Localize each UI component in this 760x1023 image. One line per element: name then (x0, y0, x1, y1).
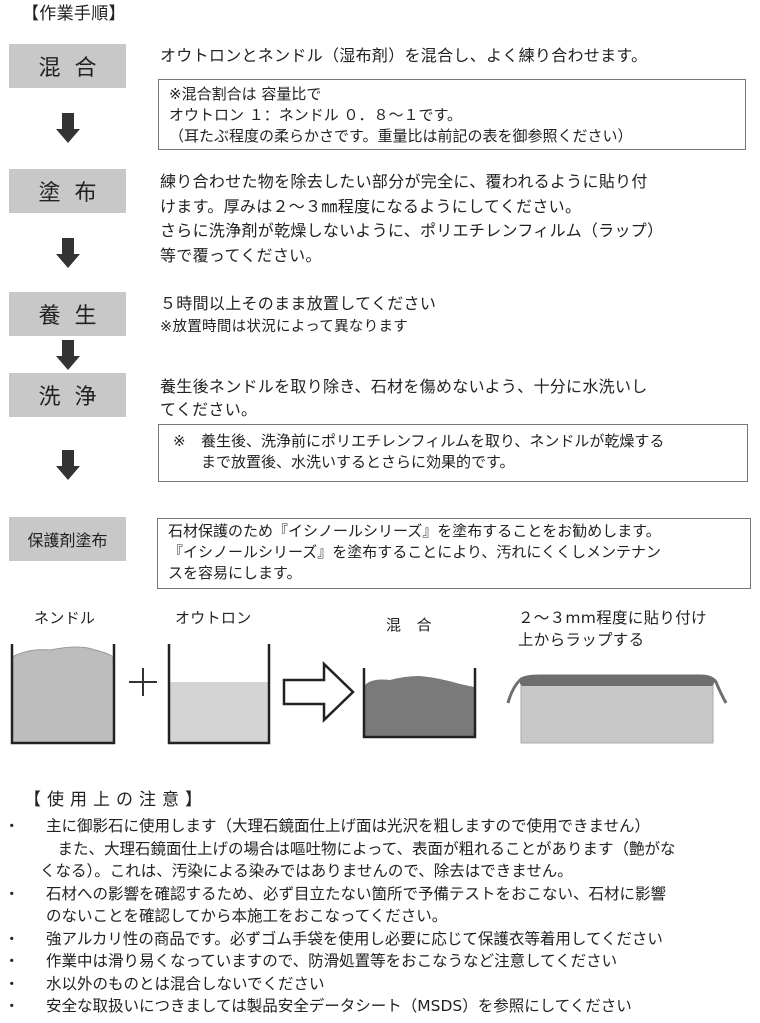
arrow-down-icon (56, 340, 80, 370)
caution-line: 強アルカリ性の商品です。必ずゴム手袋を使用し必要に応じて保護衣等着用してください (46, 929, 663, 948)
note-line: （耳たぶ程度の柔らかさです。重量比は前記の表を御参照ください） (169, 127, 633, 145)
note-line: まで放置後、水洗いするとさらに効果的です。 (201, 453, 515, 471)
label-mix: 混 合 (386, 616, 432, 634)
note-line: 養生後、洗浄前にポリエチレンフィルムを取り、ネンドルが乾燥する (201, 432, 665, 450)
caution-line: のないことを確認してから本施工をおこなってください。 (46, 907, 448, 925)
caution-item: ・ 石材への影響を確認するため、必ず目立たない箇所で予備テストをおこない、石材に影… (0, 883, 676, 906)
caution-line: 安全な取扱いにつきましては製品安全データシート（MSDS）を参照にしてください (46, 997, 632, 1015)
nendoru-container (10, 644, 116, 745)
cautions-list: ・ 主に御影石に使用します（大理石鏡面仕上げ面は光沢を粗しますので使用できません）… (0, 815, 676, 1018)
caution-line: 水以外のものとは混合しないでください (46, 974, 325, 993)
caution-line: 主に御影石に使用します（大理石鏡面仕上げ面は光沢を粗しますので使用できません） (46, 817, 651, 835)
caution-line: くなる）。これは、汚染による染みではありませんので、除去はできません。 (40, 862, 573, 880)
bullet: ・ (4, 952, 20, 970)
label-wrap: ２～３mm程度に貼り付け 上からラップする (518, 607, 707, 651)
caution-item: ・ 主に御影石に使用します（大理石鏡面仕上げ面は光沢を粗しますので使用できません） (0, 815, 676, 838)
bullet: ・ (4, 817, 20, 835)
label-nendoru: ネンドル (34, 609, 96, 627)
text-line: けます。厚みは２～３㎜程度になるようにしてください。 (160, 196, 582, 216)
arrow-down-icon (56, 450, 80, 480)
caution-item: ・ 強アルカリ性の商品です。必ずゴム手袋を使用し必要に応じて保護衣等着用してくださ… (0, 928, 676, 951)
section-title: 【作業手順】 (22, 4, 126, 24)
cautions-title: 【 使 用 上 の 注 意 】 (24, 790, 203, 810)
mix-ratio-note: ※混合割合は 容量比で オウトロン １：ネンドル ０．８～１です。 （耳たぶ程度… (158, 79, 746, 150)
step-label-apply: 塗布 (9, 169, 126, 213)
label-line: 上からラップする (518, 631, 645, 649)
wrapped-surface (506, 674, 728, 744)
label-line: ２～３mm程度に貼り付け (518, 609, 707, 627)
step-label-protect: 保護剤塗布 (9, 517, 126, 561)
wash-tip-note: ※ 養生後、洗浄前にポリエチレンフィルムを取り、ネンドルが乾燥する まで放置後、水… (158, 424, 748, 482)
text-line: 養生後ネンドルを取り除き、石材を傷めないよう、十分に水洗いし (160, 377, 648, 396)
caution-item: ・ 水以外のものとは混合しないでください (0, 973, 676, 996)
text-line: さらに洗浄剤が乾燥しないように、ポリエチレンフィルム（ラップ） (160, 221, 664, 240)
process-illustration (10, 644, 728, 745)
text-line: 練り合わせた物を除去したい部分が完全に、覆われるように貼り付 (160, 172, 648, 191)
mixed-container (362, 668, 477, 739)
step-text-mix: オウトロンとネンドル（湿布剤）を混合し、よく練り合わせます。 (160, 46, 648, 65)
label-outoron: オウトロン (175, 609, 252, 627)
arrow-down-icon (56, 238, 80, 268)
step-label-mix: 混合 (9, 44, 126, 88)
caution-line: また、大理石鏡面仕上げの場合は嘔吐物によって、表面が粗れることがあります（艶がな (42, 839, 676, 858)
note-mark: ※ (173, 432, 186, 450)
note-line: 『イシノールシリーズ』を塗布することにより、汚れにくくしメンテナン (168, 543, 662, 561)
step-text-apply: 練り合わせた物を除去したい部分が完全に、覆われるように貼り付 けます。厚みは２～… (160, 170, 663, 268)
step-subtext-cure: ※放置時間は状況によって異なります (160, 319, 409, 335)
note-line: オウトロン １：ネンドル ０．８～１です。 (169, 106, 463, 124)
bullet: ・ (4, 884, 20, 903)
bullet: ・ (4, 929, 20, 948)
text-line: 等で覆ってください。 (160, 245, 322, 265)
step-text-cure: ５時間以上そのまま放置してください (160, 294, 437, 313)
right-arrow-icon (282, 661, 355, 723)
protect-note: 石材保護のため『イシノールシリーズ』を塗布することをお勧めします。 『イシノール… (157, 518, 751, 589)
note-line: ※混合割合は 容量比で (169, 85, 322, 103)
step-label-wash: 洗浄 (9, 373, 126, 417)
caution-line: 石材への影響を確認するため、必ず目立たない箇所で予備テストをおこない、石材に影響 (46, 884, 667, 903)
caution-item: ・ 安全な取扱いにつきましては製品安全データシート（MSDS）を参照にしてください (0, 995, 676, 1018)
note-line: 石材保護のため『イシノールシリーズ』を塗布することをお勧めします。 (168, 522, 661, 540)
arrow-down-icon (56, 113, 80, 143)
bullet: ・ (4, 997, 20, 1015)
step-text-wash: 養生後ネンドルを取り除き、石材を傷めないよう、十分に水洗いし てください。 (160, 375, 648, 421)
caution-line: 作業中は滑り易くなっていますので、防滑処置等をおこなうなど注意してください (46, 952, 618, 970)
note-line: スを容易にします。 (168, 564, 302, 582)
step-label-cure: 養生 (9, 292, 126, 336)
outoron-container (167, 644, 271, 745)
bullet: ・ (4, 974, 20, 993)
text-line: てください。 (160, 400, 258, 419)
plus-icon (129, 668, 157, 696)
caution-item: ・ 作業中は滑り易くなっていますので、防滑処置等をおこなうなど注意してください (0, 950, 676, 973)
